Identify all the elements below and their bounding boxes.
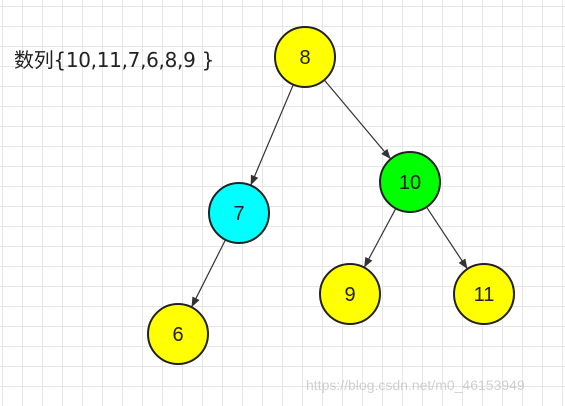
edge-n8-n10 (323, 79, 391, 160)
node-label-9: 9 (344, 284, 355, 306)
tree-node-11: 11 (453, 263, 515, 325)
node-label-10: 10 (399, 172, 421, 194)
node-label-6: 6 (172, 324, 183, 346)
node-circle-8 (274, 26, 336, 88)
node-label-8: 8 (299, 47, 310, 69)
tree-node-10: 10 (379, 151, 441, 213)
node-label-11: 11 (474, 284, 495, 306)
tree-node-7: 7 (208, 182, 270, 244)
node-circle-9 (319, 263, 381, 325)
node-label-7: 7 (233, 203, 244, 225)
tree-node-6: 6 (147, 303, 209, 365)
sequence-label: 数列{10,11,7,6,8,9 } (14, 48, 214, 72)
edge-n10-n11 (426, 206, 468, 269)
node-circle-7 (208, 182, 270, 244)
tree-node-9: 9 (319, 263, 381, 325)
edge-n10-n9 (364, 208, 397, 268)
watermark: https://blog.csdn.net/m0_46153949 (306, 377, 525, 393)
node-circle-6 (147, 303, 209, 365)
node-circle-11 (453, 263, 515, 325)
tree-node-8: 8 (274, 26, 336, 88)
edge-n8-n7 (250, 84, 294, 186)
edge-n7-n6 (191, 239, 227, 308)
node-circle-10 (379, 151, 441, 213)
